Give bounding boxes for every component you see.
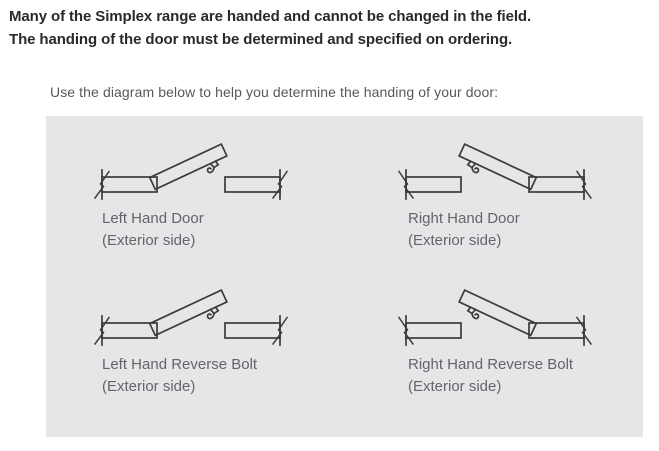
diagram-left-hand-door: Left Hand Door (Exterior side) [90,128,370,268]
instruction-text: Use the diagram below to help you determ… [50,84,499,100]
heading-line-1: Many of the Simplex range are handed and… [9,8,532,25]
diagram-right-hand-door: Right Hand Door (Exterior side) [396,128,659,268]
diagram-title: Right Hand Door [408,210,520,227]
diagram-title: Right Hand Reverse Bolt [408,356,574,373]
diagram-subtitle: (Exterior side) [102,232,196,249]
diagram-right-hand-reverse-bolt: Right Hand Reverse Bolt (Exterior side) [396,274,659,414]
diagram-label: Left Hand Reverse Bolt (Exterior side) [102,354,257,398]
right-hand-door-drawing [398,143,592,200]
left-hand-reverse-bolt-drawing [94,289,288,346]
diagram-subtitle: (Exterior side) [408,232,502,249]
diagram-title: Left Hand Door [102,210,204,227]
page-heading: Many of the Simplex range are handed and… [9,5,531,51]
heading-line-2: The handing of the door must be determin… [9,31,513,48]
diagram-label: Left Hand Door (Exterior side) [102,208,204,252]
diagram-left-hand-reverse-bolt: Left Hand Reverse Bolt (Exterior side) [90,274,370,414]
diagram-label: Right Hand Door (Exterior side) [408,208,520,252]
diagram-title: Left Hand Reverse Bolt [102,356,258,373]
handing-diagram-panel: Left Hand Door (Exterior side) Right Han… [46,116,643,437]
right-hand-reverse-bolt-drawing [398,289,592,346]
diagram-subtitle: (Exterior side) [102,378,196,395]
left-hand-door-drawing [94,143,288,200]
diagram-label: Right Hand Reverse Bolt (Exterior side) [408,354,573,398]
diagram-subtitle: (Exterior side) [408,378,502,395]
